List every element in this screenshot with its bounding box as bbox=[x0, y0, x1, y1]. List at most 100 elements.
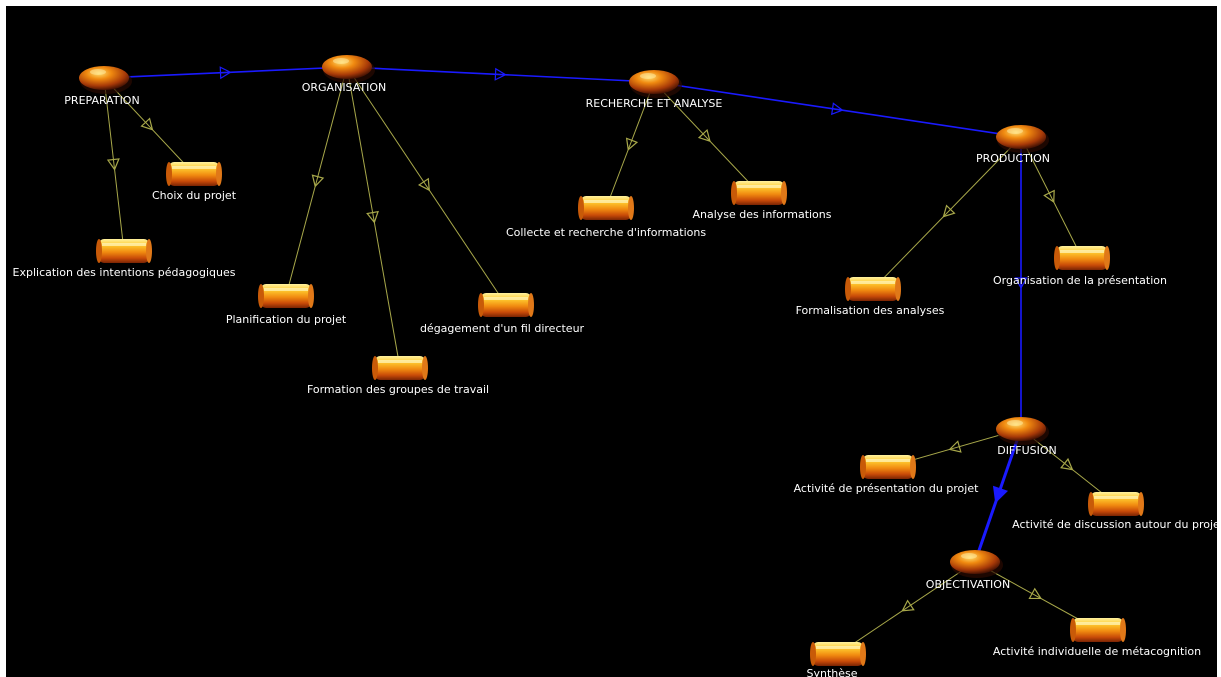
task-label-collecte: Collecte et recherche d'informations bbox=[506, 226, 706, 239]
task-edge-planification-arrow-icon bbox=[311, 174, 325, 188]
task-node-shape bbox=[261, 284, 311, 308]
task-node-synthese bbox=[810, 642, 866, 666]
stage-label-production: PRODUCTION bbox=[976, 152, 1050, 165]
stage-node-shape bbox=[996, 125, 1046, 149]
task-node-cap-right bbox=[910, 455, 916, 479]
task-node-shape bbox=[169, 162, 219, 186]
task-node-cap-right bbox=[895, 277, 901, 301]
task-edge-metacognition-arrow-icon bbox=[1028, 587, 1042, 600]
task-node-shape bbox=[481, 293, 531, 317]
task-node-cap-left bbox=[1088, 492, 1094, 516]
task-node-shape bbox=[734, 181, 784, 205]
task-node-cap-right bbox=[860, 642, 866, 666]
task-node-cap-left bbox=[258, 284, 264, 308]
task-node-cap-left bbox=[731, 181, 737, 205]
task-node-highlight bbox=[172, 166, 216, 169]
flow-edge-production-diffusion-arrow-icon bbox=[1014, 277, 1028, 290]
task-label-explication: Explication des intentions pédagogiques bbox=[13, 266, 236, 279]
task-node-activite_disc bbox=[1088, 492, 1144, 516]
stage-node-highlight bbox=[90, 69, 106, 75]
task-node-highlight bbox=[1060, 250, 1104, 253]
task-edge-formation bbox=[346, 66, 401, 369]
flow-edge-recherche-production-arrow-icon bbox=[830, 102, 844, 116]
task-node-cap-left bbox=[860, 455, 866, 479]
flow-edge-diffusion-objectivation-arrow-icon bbox=[992, 485, 1009, 504]
task-node-organisation_pres bbox=[1054, 246, 1110, 270]
task-node-explication bbox=[96, 239, 152, 263]
task-node-cap-left bbox=[810, 642, 816, 666]
task-label-organisation_pres: Organisation de la présentation bbox=[993, 274, 1167, 287]
stage-node-preparation bbox=[79, 66, 132, 94]
stage-node-diffusion bbox=[996, 417, 1049, 445]
task-label-choix: Choix du projet bbox=[152, 189, 237, 202]
task-node-shape bbox=[1073, 618, 1123, 642]
task-node-highlight bbox=[866, 459, 910, 462]
task-node-collecte bbox=[578, 196, 634, 220]
task-node-shape bbox=[1091, 492, 1141, 516]
task-node-choix bbox=[166, 162, 222, 186]
task-label-analyse: Analyse des informations bbox=[693, 208, 832, 221]
task-node-cap-right bbox=[1138, 492, 1144, 516]
stage-node-organisation bbox=[322, 55, 375, 83]
task-node-cap-left bbox=[478, 293, 484, 317]
task-node-highlight bbox=[737, 185, 781, 188]
task-node-cap-left bbox=[578, 196, 584, 220]
task-edge-degagement bbox=[346, 66, 507, 306]
task-edge-choix bbox=[103, 77, 195, 175]
task-node-cap-right bbox=[216, 162, 222, 186]
stage-node-shape bbox=[950, 550, 1000, 574]
task-edge-formalisation-arrow-icon bbox=[942, 204, 956, 218]
task-label-degagement: dégagement d'un fil directeur bbox=[420, 322, 585, 335]
task-edge-synthese-arrow-icon bbox=[901, 599, 915, 612]
stage-node-objectivation bbox=[950, 550, 1003, 578]
task-label-planification: Planification du projet bbox=[226, 313, 347, 326]
stage-node-shape bbox=[996, 417, 1046, 441]
task-edge-analyse bbox=[653, 81, 760, 194]
task-label-metacognition: Activité individuelle de métacognition bbox=[993, 645, 1201, 658]
task-label-formalisation: Formalisation des analyses bbox=[796, 304, 945, 317]
stage-node-highlight bbox=[961, 553, 977, 559]
task-node-cap-left bbox=[1054, 246, 1060, 270]
task-node-highlight bbox=[378, 360, 422, 363]
task-node-cap-left bbox=[845, 277, 851, 301]
task-node-cap-right bbox=[628, 196, 634, 220]
task-edge-organisation_pres bbox=[1020, 136, 1083, 259]
task-edge-explication bbox=[103, 77, 125, 252]
stage-node-highlight bbox=[333, 58, 349, 64]
task-node-cap-left bbox=[372, 356, 378, 380]
task-node-cap-right bbox=[1120, 618, 1126, 642]
task-edge-formalisation bbox=[872, 136, 1022, 290]
task-node-cap-left bbox=[166, 162, 172, 186]
stage-node-shape bbox=[629, 70, 679, 94]
stage-node-recherche bbox=[629, 70, 682, 98]
stage-label-objectivation: OBJECTIVATION bbox=[926, 578, 1010, 591]
task-node-shape bbox=[813, 642, 863, 666]
task-node-highlight bbox=[102, 243, 146, 246]
task-edge-planification bbox=[285, 66, 348, 297]
task-node-cap-right bbox=[308, 284, 314, 308]
task-edge-organisation_pres-arrow-icon bbox=[1043, 189, 1055, 204]
stage-node-production bbox=[996, 125, 1049, 153]
task-edge-activite_disc-arrow-icon bbox=[1060, 457, 1074, 471]
task-label-formation: Formation des groupes de travail bbox=[307, 383, 489, 396]
flow-edge-organisation-recherche-arrow-icon bbox=[494, 67, 507, 81]
task-node-formalisation bbox=[845, 277, 901, 301]
task-edge-synthese bbox=[837, 561, 976, 655]
stage-node-highlight bbox=[1007, 128, 1023, 134]
task-node-analyse bbox=[731, 181, 787, 205]
task-node-shape bbox=[375, 356, 425, 380]
stage-node-highlight bbox=[640, 73, 656, 79]
stage-label-preparation: PREPARATION bbox=[64, 94, 139, 107]
task-node-degagement bbox=[478, 293, 534, 317]
flow-edge-organisation-recherche bbox=[346, 66, 655, 83]
flow-edge-preparation-organisation bbox=[103, 66, 348, 79]
stage-node-shape bbox=[322, 55, 372, 79]
task-edge-explication-arrow-icon bbox=[106, 158, 120, 171]
task-node-shape bbox=[848, 277, 898, 301]
task-edge-degagement-arrow-icon bbox=[417, 177, 430, 192]
stage-label-recherche: RECHERCHE ET ANALYSE bbox=[586, 97, 723, 110]
task-node-highlight bbox=[584, 200, 628, 203]
task-node-cap-right bbox=[528, 293, 534, 317]
